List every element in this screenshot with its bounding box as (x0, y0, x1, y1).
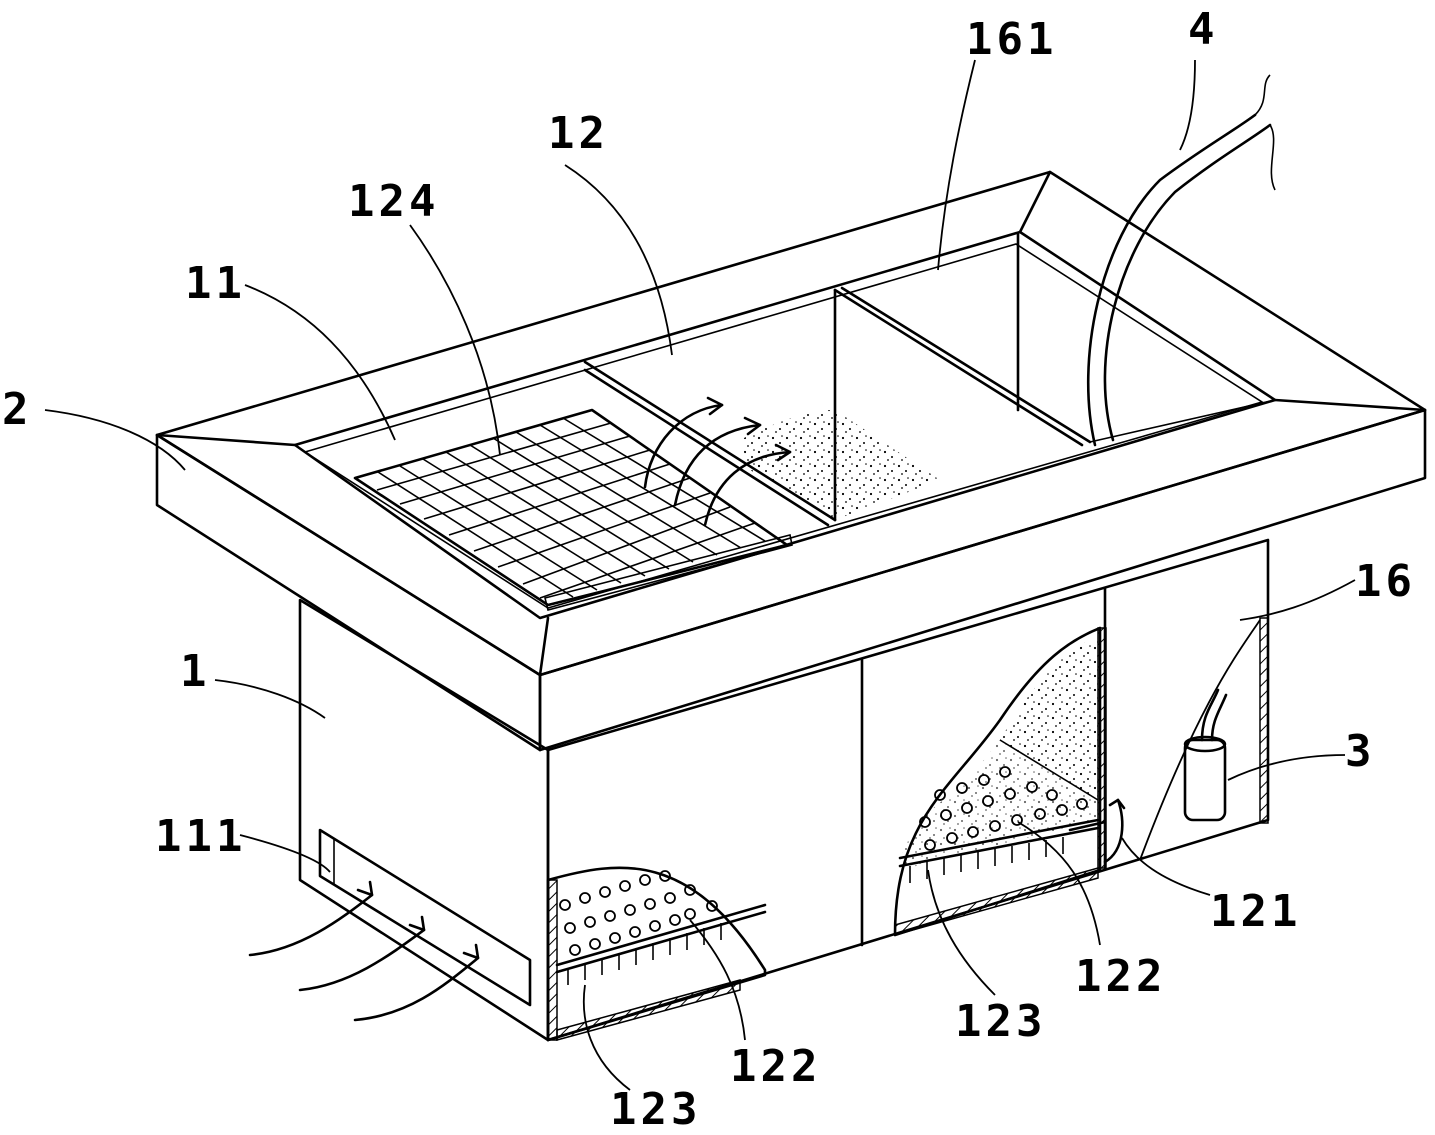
label-122-left: 122 (730, 1041, 822, 1092)
label-123-right: 123 (955, 996, 1047, 1047)
label-3: 3 (1345, 726, 1376, 777)
label-12: 12 (548, 108, 609, 159)
left-cutaway (546, 866, 767, 1042)
pump-compartment (1183, 617, 1269, 824)
label-1: 1 (180, 646, 211, 697)
label-2: 2 (2, 384, 33, 435)
leader-lines (44, 59, 1356, 1091)
right-cutaway (893, 626, 1126, 937)
label-16: 16 (1355, 556, 1416, 607)
label-4: 4 (1188, 4, 1219, 55)
label-11: 11 (185, 258, 246, 309)
label-111: 111 (155, 811, 247, 862)
label-123-left: 123 (610, 1084, 702, 1135)
label-122-right: 122 (1075, 951, 1167, 1002)
label-124: 124 (348, 176, 440, 227)
filter-media (740, 410, 940, 520)
inlet-slot (248, 828, 532, 1022)
label-121: 121 (1210, 886, 1302, 937)
grid-plate (353, 408, 793, 611)
pipe (1086, 74, 1276, 447)
label-161: 161 (966, 14, 1058, 65)
flow-arrows (643, 396, 792, 527)
